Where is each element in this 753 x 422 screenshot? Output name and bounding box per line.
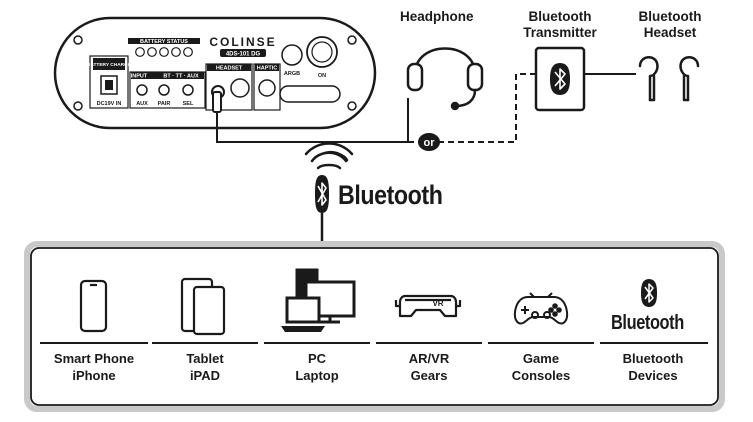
headphone-icon bbox=[406, 47, 484, 111]
argb-label: ARGB bbox=[284, 71, 300, 77]
bluetooth-transmitter-label: Bluetooth Transmitter bbox=[515, 9, 605, 41]
caption-line1: Smart Phone bbox=[53, 351, 135, 366]
headset-label: HEADSET bbox=[216, 66, 243, 72]
caption-line2: Gears bbox=[410, 368, 448, 383]
caption-line2: iPhone bbox=[72, 368, 116, 383]
headphone-cable bbox=[216, 98, 409, 143]
caption-line1: PC bbox=[307, 351, 327, 366]
bluetooth-logo-word: Bluetooth bbox=[611, 312, 684, 334]
transmitter-cable bbox=[408, 73, 536, 143]
devices-frame bbox=[24, 241, 725, 412]
earbuds-icon bbox=[638, 56, 700, 102]
wireless-waves-icon bbox=[310, 151, 348, 163]
caption-line1: Game bbox=[522, 351, 560, 366]
bluetooth-headset-label-line2: Headset bbox=[643, 25, 697, 40]
bluetooth-logo-icon bbox=[641, 279, 657, 307]
vr-badge: VR bbox=[432, 299, 443, 308]
caption-line2: iPAD bbox=[189, 368, 221, 383]
headphone-label: Headphone bbox=[400, 9, 474, 24]
caption-line1: Bluetooth bbox=[622, 351, 684, 366]
gamepad-icon bbox=[513, 292, 569, 325]
device-brand: COLINSE bbox=[209, 35, 276, 49]
bluetooth-headset-label: Bluetooth Headset bbox=[628, 9, 712, 41]
bluetooth-title: Bluetooth bbox=[338, 180, 443, 210]
smartphone-icon bbox=[79, 279, 108, 333]
device-caption-smartphone: Smart Phone iPhone bbox=[39, 350, 149, 384]
pc-laptop-icon bbox=[281, 268, 356, 332]
aux-label: AUX bbox=[136, 101, 148, 107]
headphone-jack bbox=[212, 91, 222, 113]
device-caption-vr: AR/VR Gears bbox=[374, 350, 484, 384]
device-caption-game: Game Consoles bbox=[486, 350, 596, 384]
bluetooth-headset-label-line1: Bluetooth bbox=[638, 9, 702, 24]
battery-charge-label: BATTERY CHARGE bbox=[87, 62, 132, 68]
or-badge: or bbox=[418, 133, 440, 151]
bt-tt-aux-label: BT · TT · AUX bbox=[163, 74, 199, 80]
dc-in-label: DC19V IN bbox=[97, 101, 122, 107]
device-caption-pc: PC Laptop bbox=[262, 350, 372, 384]
bluetooth-transmitter-icon bbox=[534, 46, 586, 112]
device-panel bbox=[53, 16, 377, 130]
device-panel-labels: COLINSE 4DS-101 DG BATTERY STATUS BATTER… bbox=[87, 35, 326, 107]
pair-label: PAIR bbox=[158, 101, 171, 107]
bluetooth-hub bbox=[304, 142, 354, 245]
caption-line2: Devices bbox=[628, 368, 678, 383]
on-label: ON bbox=[318, 73, 326, 79]
caption-line2: Consoles bbox=[511, 368, 571, 383]
caption-line1: Tablet bbox=[186, 351, 224, 366]
input-label: INPUT bbox=[131, 74, 148, 80]
vr-headset-icon: VR bbox=[394, 294, 462, 318]
or-label: or bbox=[424, 137, 436, 149]
caption-line2: Laptop bbox=[295, 368, 339, 383]
bluetooth-transmitter-label-line1: Bluetooth bbox=[528, 9, 592, 24]
device-caption-tablet: Tablet iPAD bbox=[150, 350, 260, 384]
device-caption-bluetooth: Bluetooth Devices bbox=[598, 350, 708, 384]
device-model: 4DS-101 DG bbox=[226, 52, 261, 58]
caption-line1: AR/VR bbox=[408, 351, 450, 366]
battery-status-label: BATTERY STATUS bbox=[140, 39, 188, 45]
cables bbox=[212, 73, 636, 143]
haptic-label: HAPTIC bbox=[257, 66, 278, 72]
sel-label: SEL bbox=[183, 101, 194, 107]
tablet-icon bbox=[180, 277, 226, 336]
bluetooth-transmitter-label-line2: Transmitter bbox=[523, 25, 597, 40]
